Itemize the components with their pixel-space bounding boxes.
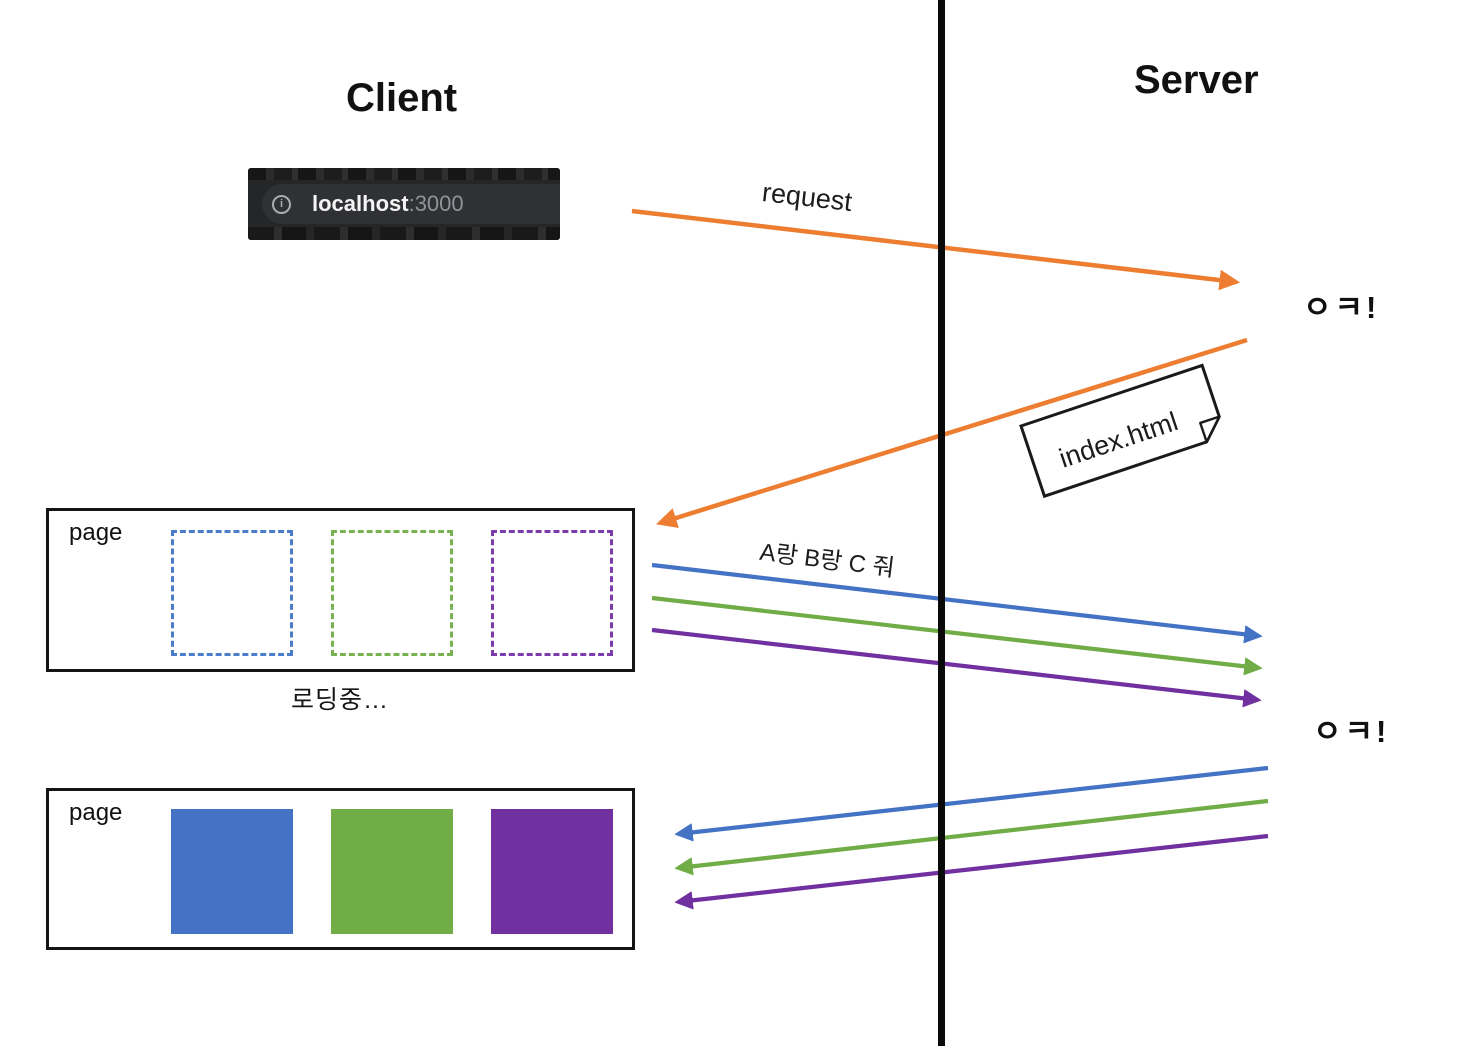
page-box-loading: page xyxy=(46,508,635,672)
asset-request-arrow-a xyxy=(651,562,1263,644)
page-label: page xyxy=(69,519,123,546)
content-block-a xyxy=(171,809,293,934)
browser-address-bar: i localhost:3000 xyxy=(248,168,560,240)
request-arrow xyxy=(631,208,1241,291)
placeholder-box-a xyxy=(171,530,293,656)
response-arrow-index-html xyxy=(656,337,1248,528)
assets-request-label: A랑 B랑 C 줘 xyxy=(758,538,897,583)
note-filename-label: index.html xyxy=(1055,406,1181,473)
asset-request-arrow-c xyxy=(651,627,1262,708)
server-ok-label-2: ㅇㅋ! xyxy=(1313,714,1390,749)
info-icon: i xyxy=(272,195,291,214)
server-title: Server xyxy=(1134,58,1259,102)
loading-status-label: 로딩중… xyxy=(291,686,390,714)
page-box-loaded: page xyxy=(46,788,635,950)
asset-response-arrow-c xyxy=(674,833,1269,910)
note-outline xyxy=(1019,363,1221,499)
client-server-divider xyxy=(938,0,945,1046)
omnibox: i localhost:3000 xyxy=(262,184,560,224)
placeholder-box-c xyxy=(491,530,613,656)
page-label: page xyxy=(69,799,123,826)
asset-request-arrow-b xyxy=(651,595,1263,676)
url-port: :3000 xyxy=(408,191,464,216)
url-text: localhost:3000 xyxy=(312,189,464,219)
asset-response-arrow-a xyxy=(674,765,1269,842)
asset-response-arrow-b xyxy=(674,798,1269,876)
client-title: Client xyxy=(346,76,458,120)
server-ok-label-1: ㅇㅋ! xyxy=(1303,290,1380,325)
content-block-b xyxy=(331,809,453,934)
address-bar-top-noise xyxy=(248,168,560,180)
index-html-note: index.html xyxy=(1019,363,1221,499)
content-block-c xyxy=(491,809,613,934)
url-host: localhost xyxy=(312,191,409,216)
request-arrow-label: request xyxy=(760,177,854,218)
address-bar-bottom-noise xyxy=(248,227,560,240)
note-folded-corner xyxy=(1199,415,1221,444)
placeholder-box-b xyxy=(331,530,453,656)
